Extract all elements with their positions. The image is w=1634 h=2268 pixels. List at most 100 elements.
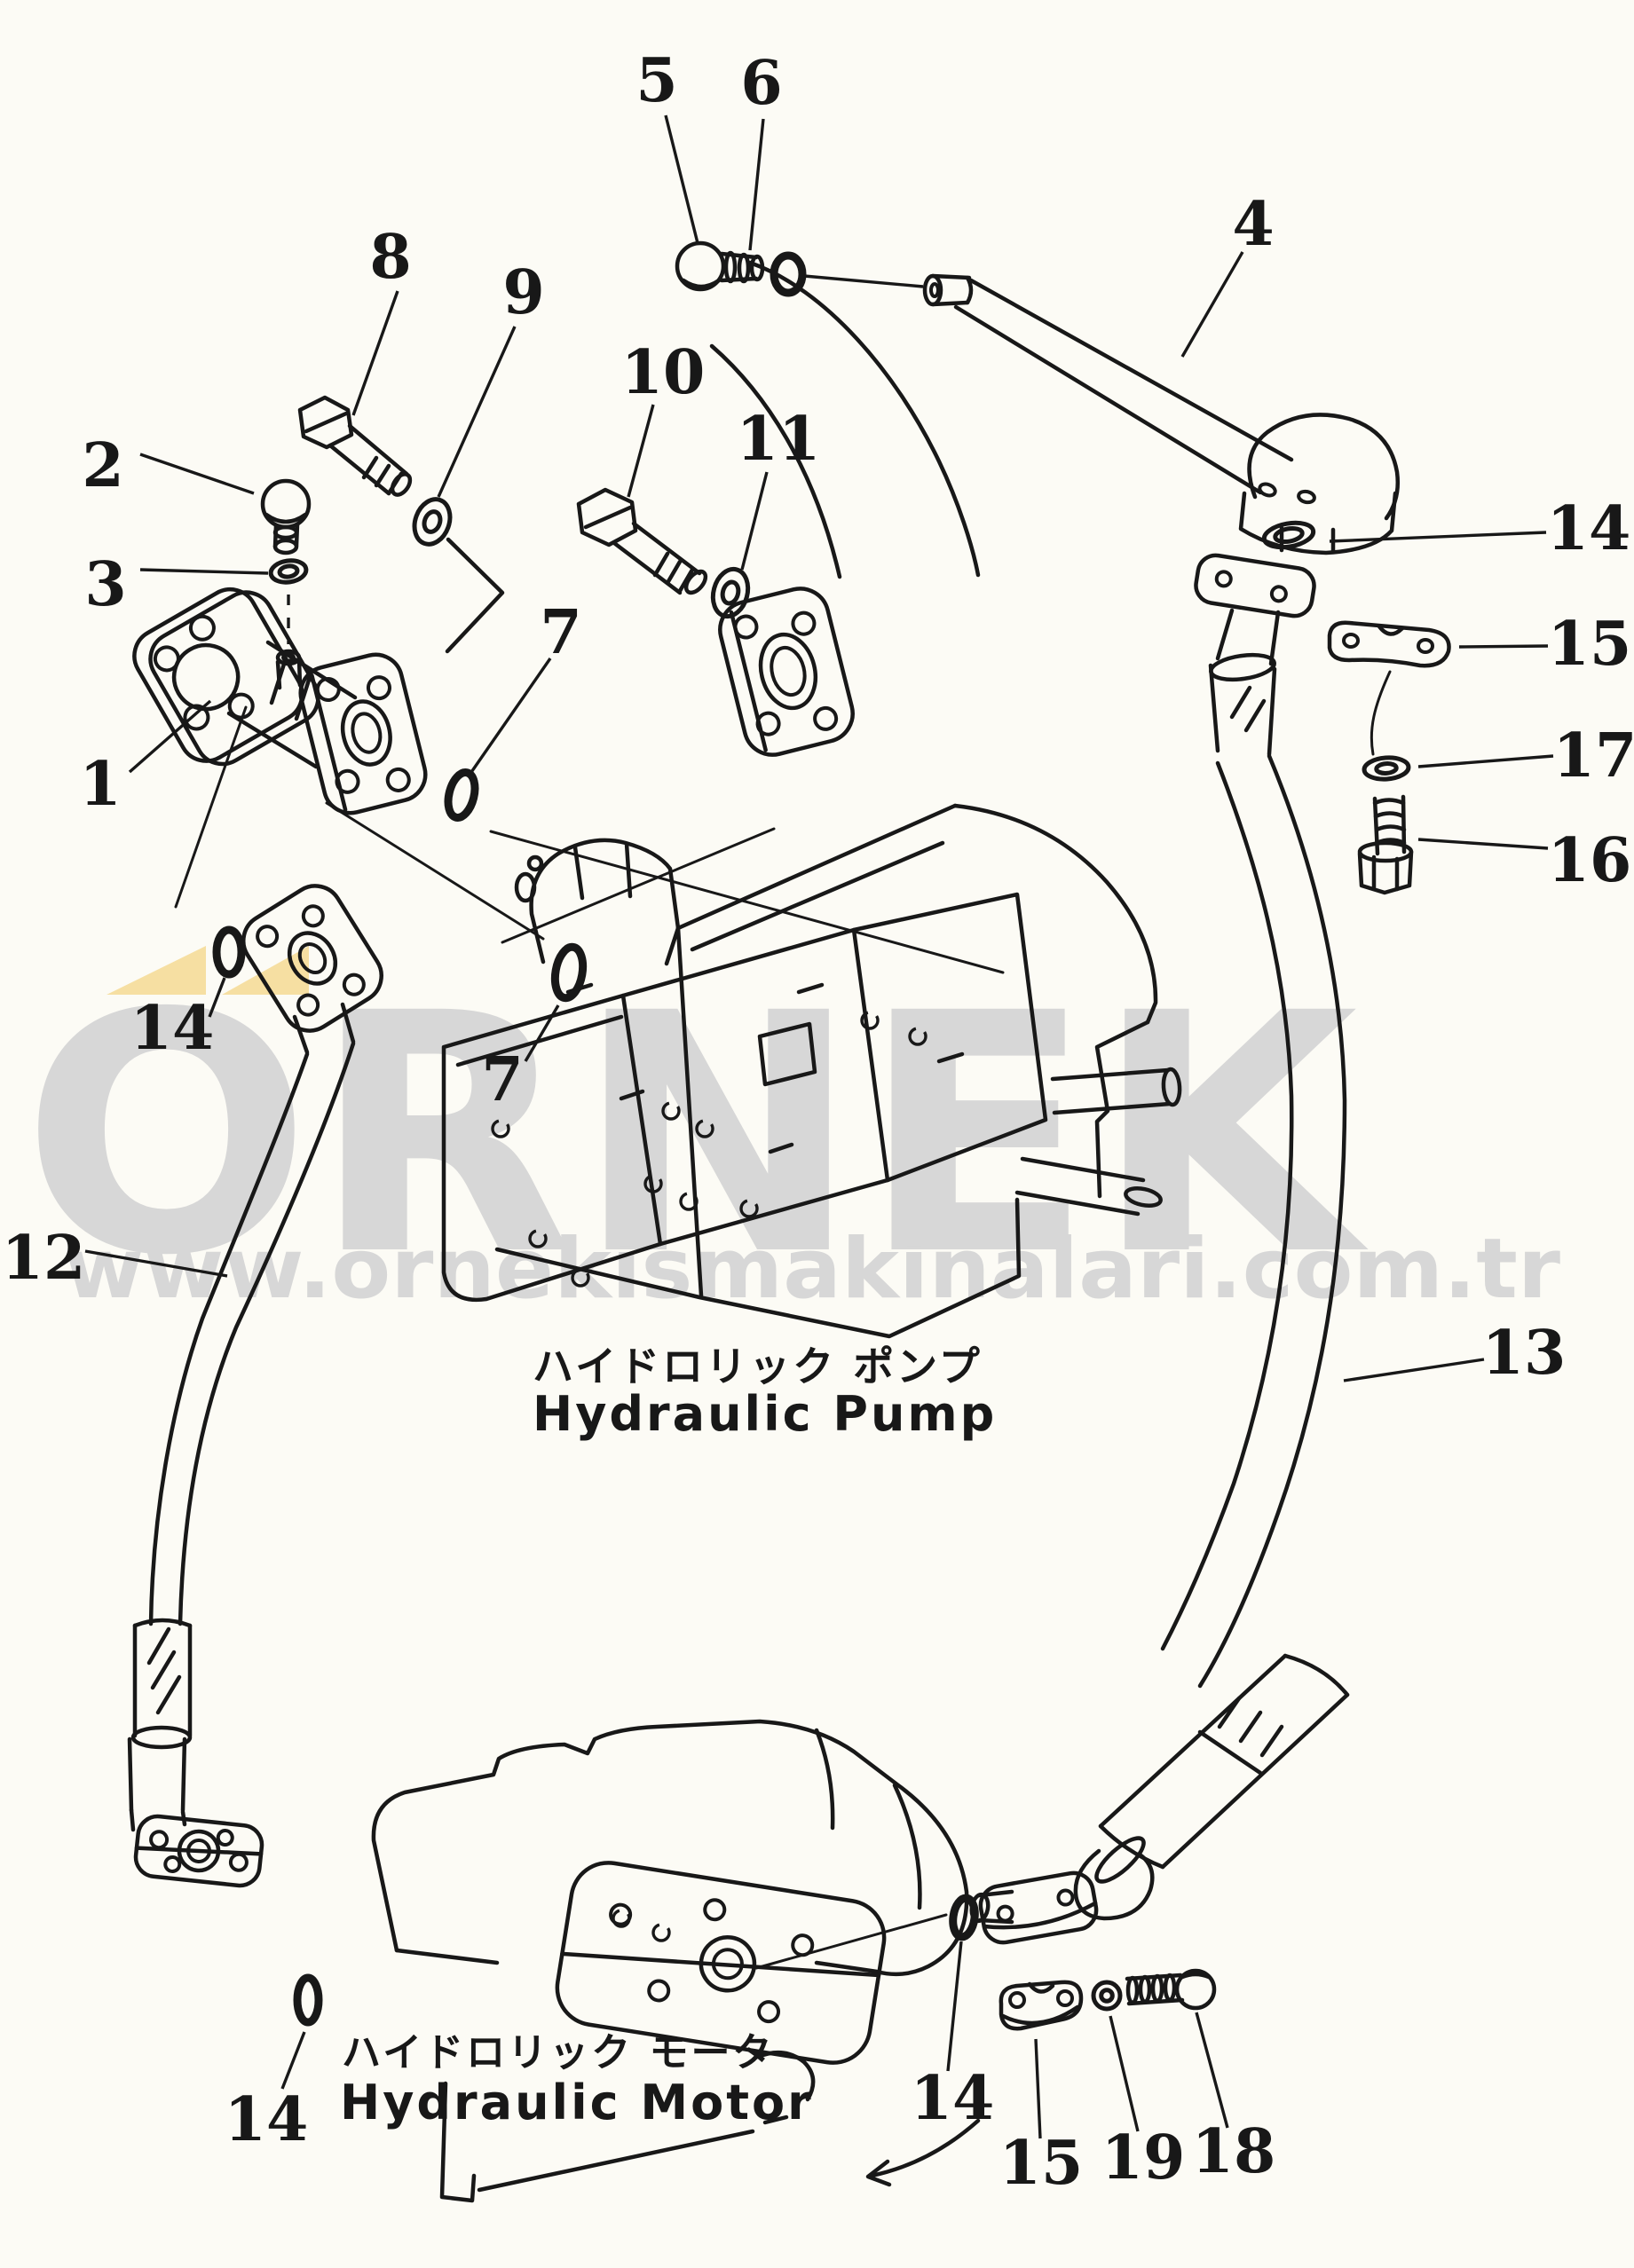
pump-label-en: Hydraulic Pump: [533, 1386, 997, 1442]
washer-ring-part-inner: [422, 509, 443, 534]
callout-leader-4: [1180, 251, 1244, 358]
link-line: [754, 1913, 948, 1970]
washer-ring-part-inner: [720, 579, 741, 606]
callout-leader-6: [748, 118, 765, 251]
callout-number-19: 19: [1101, 2122, 1186, 2193]
watermark-url: www.ornekismakinalari.com.tr: [64, 1221, 1561, 1318]
callout-number-3: 3: [84, 549, 126, 620]
motor-body: [371, 1719, 981, 2203]
callout-leader-14: [1329, 531, 1547, 543]
oring-leader: [803, 274, 924, 288]
part-flange-pump-inlet: [718, 587, 855, 757]
callout-leader-5: [664, 114, 699, 244]
washer-ring-part-inner: [1374, 761, 1399, 776]
callout-leader-13: [1343, 1358, 1485, 1382]
callout-leader-10: [627, 404, 655, 498]
callout-leader-14: [946, 1941, 963, 2072]
callout-leader-7: [524, 1004, 560, 1062]
washer-ring-part: [710, 566, 751, 619]
link-line: [325, 801, 545, 941]
callout-number-11: 11: [737, 404, 821, 475]
oring-position-mark: [444, 768, 479, 822]
part-bolt-10: [576, 487, 708, 595]
part-hose-13: [969, 553, 1350, 1945]
callout-number-7: 7: [481, 1044, 523, 1115]
callout-leader-1: [128, 699, 212, 774]
callout-number-14: 14: [911, 2063, 995, 2134]
callout-number-1: 1: [79, 749, 121, 820]
watermark: ORNEK www.ornekismakinalari.com.tr: [21, 943, 1561, 1327]
callout-number-18: 18: [1192, 2116, 1276, 2187]
callout-number-15: 15: [999, 2128, 1084, 2199]
washer-ring-part: [412, 497, 453, 547]
part-plug-2: [260, 478, 312, 555]
washer-ring-part-inner: [277, 563, 300, 579]
washer-ring-part: [1362, 755, 1411, 782]
callout-leader-9: [437, 326, 517, 498]
callout-leader-15: [1458, 644, 1549, 649]
washer-ring-part: [1261, 520, 1316, 550]
callout-number-15: 15: [1548, 609, 1632, 680]
watermark-triangle-icon: [107, 946, 206, 995]
callout-leader-15: [1034, 2038, 1042, 2139]
callout-leader-7: [466, 658, 552, 778]
callout-number-17: 17: [1553, 721, 1634, 791]
callout-leader-16: [1417, 838, 1549, 850]
position-chevron: [445, 537, 505, 654]
callout-leader-14: [208, 977, 226, 1018]
callout-number-4: 4: [1232, 189, 1274, 260]
pump-body: [441, 803, 1182, 1339]
washer-ring-part: [268, 558, 309, 585]
callout-number-8: 8: [369, 222, 411, 293]
callout-number-13: 13: [1482, 1318, 1567, 1389]
part-nipple: [275, 649, 303, 690]
callout-leader-17: [1417, 754, 1554, 768]
callout-leader-8: [351, 290, 399, 416]
part-hose-12: [127, 884, 383, 1888]
oring-position-mark: [212, 925, 246, 979]
motor-label-en: Hydraulic Motor: [340, 2075, 814, 2130]
washer-ring-part-inner: [1273, 525, 1305, 545]
callout-number-14: 14: [130, 993, 215, 1064]
part-elbow-fitting-1: [132, 587, 428, 815]
callout-leader-18: [1195, 2012, 1229, 2129]
callout-leader-19: [1109, 2015, 1140, 2132]
oring-position-mark: [770, 251, 807, 297]
part-bolt-18: [1125, 1968, 1217, 2011]
callout-number-12: 12: [2, 1223, 86, 1294]
callout-number-2: 2: [82, 430, 123, 501]
callout-number-14: 14: [225, 2084, 309, 2155]
callout-leader-12: [84, 1249, 228, 1278]
part-bolt-8: [297, 395, 413, 497]
oring-marks: [212, 251, 979, 2027]
motor-label-jp: ハイドロリック モータ: [342, 2030, 774, 2075]
link-line: [1370, 670, 1392, 756]
callout-number-16: 16: [1548, 825, 1632, 896]
ring-parts: [268, 497, 1411, 2012]
washer-ring-part-inner: [1099, 1988, 1115, 2004]
callout-number-10: 10: [621, 337, 706, 408]
callout-number-5: 5: [635, 45, 677, 116]
part-clamp-15-top: [1327, 620, 1451, 668]
pump-label-jp: ハイドロリック ポンプ: [533, 1343, 983, 1390]
callout-leader-11: [740, 471, 769, 571]
part-plug-5: [675, 240, 765, 292]
washer-ring-part: [1091, 1980, 1123, 2012]
link-line: [174, 705, 248, 909]
oring-position-mark: [293, 1973, 323, 2027]
oring-position-mark: [949, 1894, 979, 1941]
callout-number-14: 14: [1547, 493, 1631, 564]
oring-position-mark: [550, 942, 588, 1003]
callout-number-6: 6: [740, 48, 782, 119]
part-clamp-15-bottom: [999, 1980, 1084, 2031]
callout-leader-3: [139, 568, 269, 575]
watermark-brand: ORNEK: [21, 943, 1370, 1327]
callout-leader-2: [139, 453, 255, 495]
callout-number-7: 7: [540, 597, 581, 668]
part-bolt-16: [1357, 794, 1414, 895]
callout-leader-14: [280, 2031, 306, 2090]
callout-number-9: 9: [502, 257, 544, 328]
